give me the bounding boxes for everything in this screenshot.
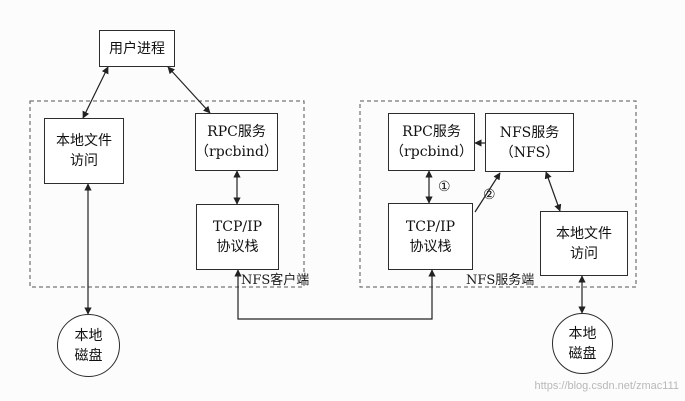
network-link [234,269,436,320]
server-rpc-node: RPC服务 （rpcbind） [388,113,475,171]
user-process-node: 用户进程 [99,30,175,67]
client-rpc-node: RPC服务 （rpcbind） [195,113,278,171]
server-nfs-node: NFS服务 （NFS） [485,113,574,172]
server-local-file-node: 本地文件 访问 [540,211,628,276]
step-2-marker: ② [483,187,496,203]
nfs-to-server-file-link [544,171,562,212]
client-tcp-node: TCP/IP 协议栈 [196,204,279,270]
user-to-client-rpc-link [167,66,211,114]
client-group-frame [29,100,305,288]
step-1-marker: ① [438,179,451,195]
client-group-label: NFS客户端 [241,273,310,288]
client-disk-node: 本地 磁盘 [57,314,120,377]
server-disk-node: 本地 磁盘 [552,313,613,374]
server-tcp-node: TCP/IP 协议栈 [388,203,473,270]
client-local-file-node: 本地文件 访问 [44,118,124,184]
server-group-label: NFS服务端 [466,273,535,288]
user-to-client-file-link [82,66,109,119]
watermark-text: https://blog.csdn.net/zmac111 [534,380,679,392]
tcp-to-nfs-link [474,172,501,213]
